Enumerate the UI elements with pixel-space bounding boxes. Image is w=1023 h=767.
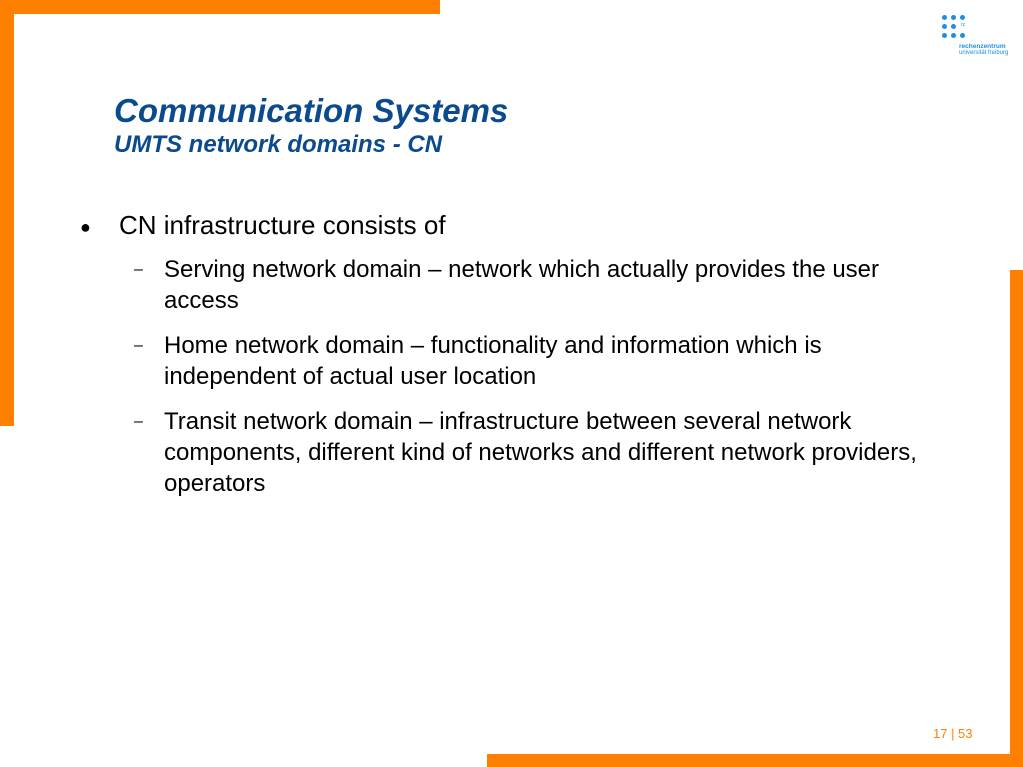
- subpoint-text: Home network domain – functionality and …: [164, 332, 822, 390]
- top-left-orange-bar: [0, 0, 440, 14]
- logo-line-1: rechenzentrum: [959, 43, 1006, 50]
- page-number: 17 | 53: [933, 726, 973, 741]
- slide-subtitle: UMTS network domains - CN: [114, 131, 443, 158]
- subpoint-text: Serving network domain – network which a…: [164, 256, 880, 314]
- bullet-dot-icon: ●: [80, 217, 91, 237]
- right-orange-bar: [1010, 270, 1023, 767]
- left-orange-bar: [0, 0, 14, 426]
- dash-icon: –: [134, 261, 143, 278]
- rechenzentrum-logo: rz rechenzentrum universität freiburg: [940, 14, 1012, 64]
- slide-title-block: Communication Systems UMTS network domai…: [114, 92, 508, 160]
- dash-icon: –: [134, 337, 143, 354]
- subpoint-item: – Transit network domain – infrastructur…: [80, 406, 960, 499]
- bullet-text: CN infrastructure consists of: [119, 210, 446, 240]
- bottom-right-orange-bar: [487, 754, 1023, 767]
- bullet-item: ● CN infrastructure consists of: [80, 210, 960, 240]
- subpoint-item: – Serving network domain – network which…: [80, 254, 960, 316]
- logo-line-2: universität freiburg: [959, 50, 1009, 56]
- logo-text: rechenzentrum universität freiburg: [959, 43, 1008, 57]
- dash-icon: –: [134, 413, 143, 430]
- logo-initials: rz: [961, 22, 966, 28]
- slide-title: Communication Systems: [114, 92, 509, 129]
- subpoint-item: – Home network domain – functionality an…: [80, 330, 960, 392]
- slide-content: ● CN infrastructure consists of – Servin…: [80, 210, 960, 499]
- subpoint-text: Transit network domain – infrastructure …: [164, 408, 917, 497]
